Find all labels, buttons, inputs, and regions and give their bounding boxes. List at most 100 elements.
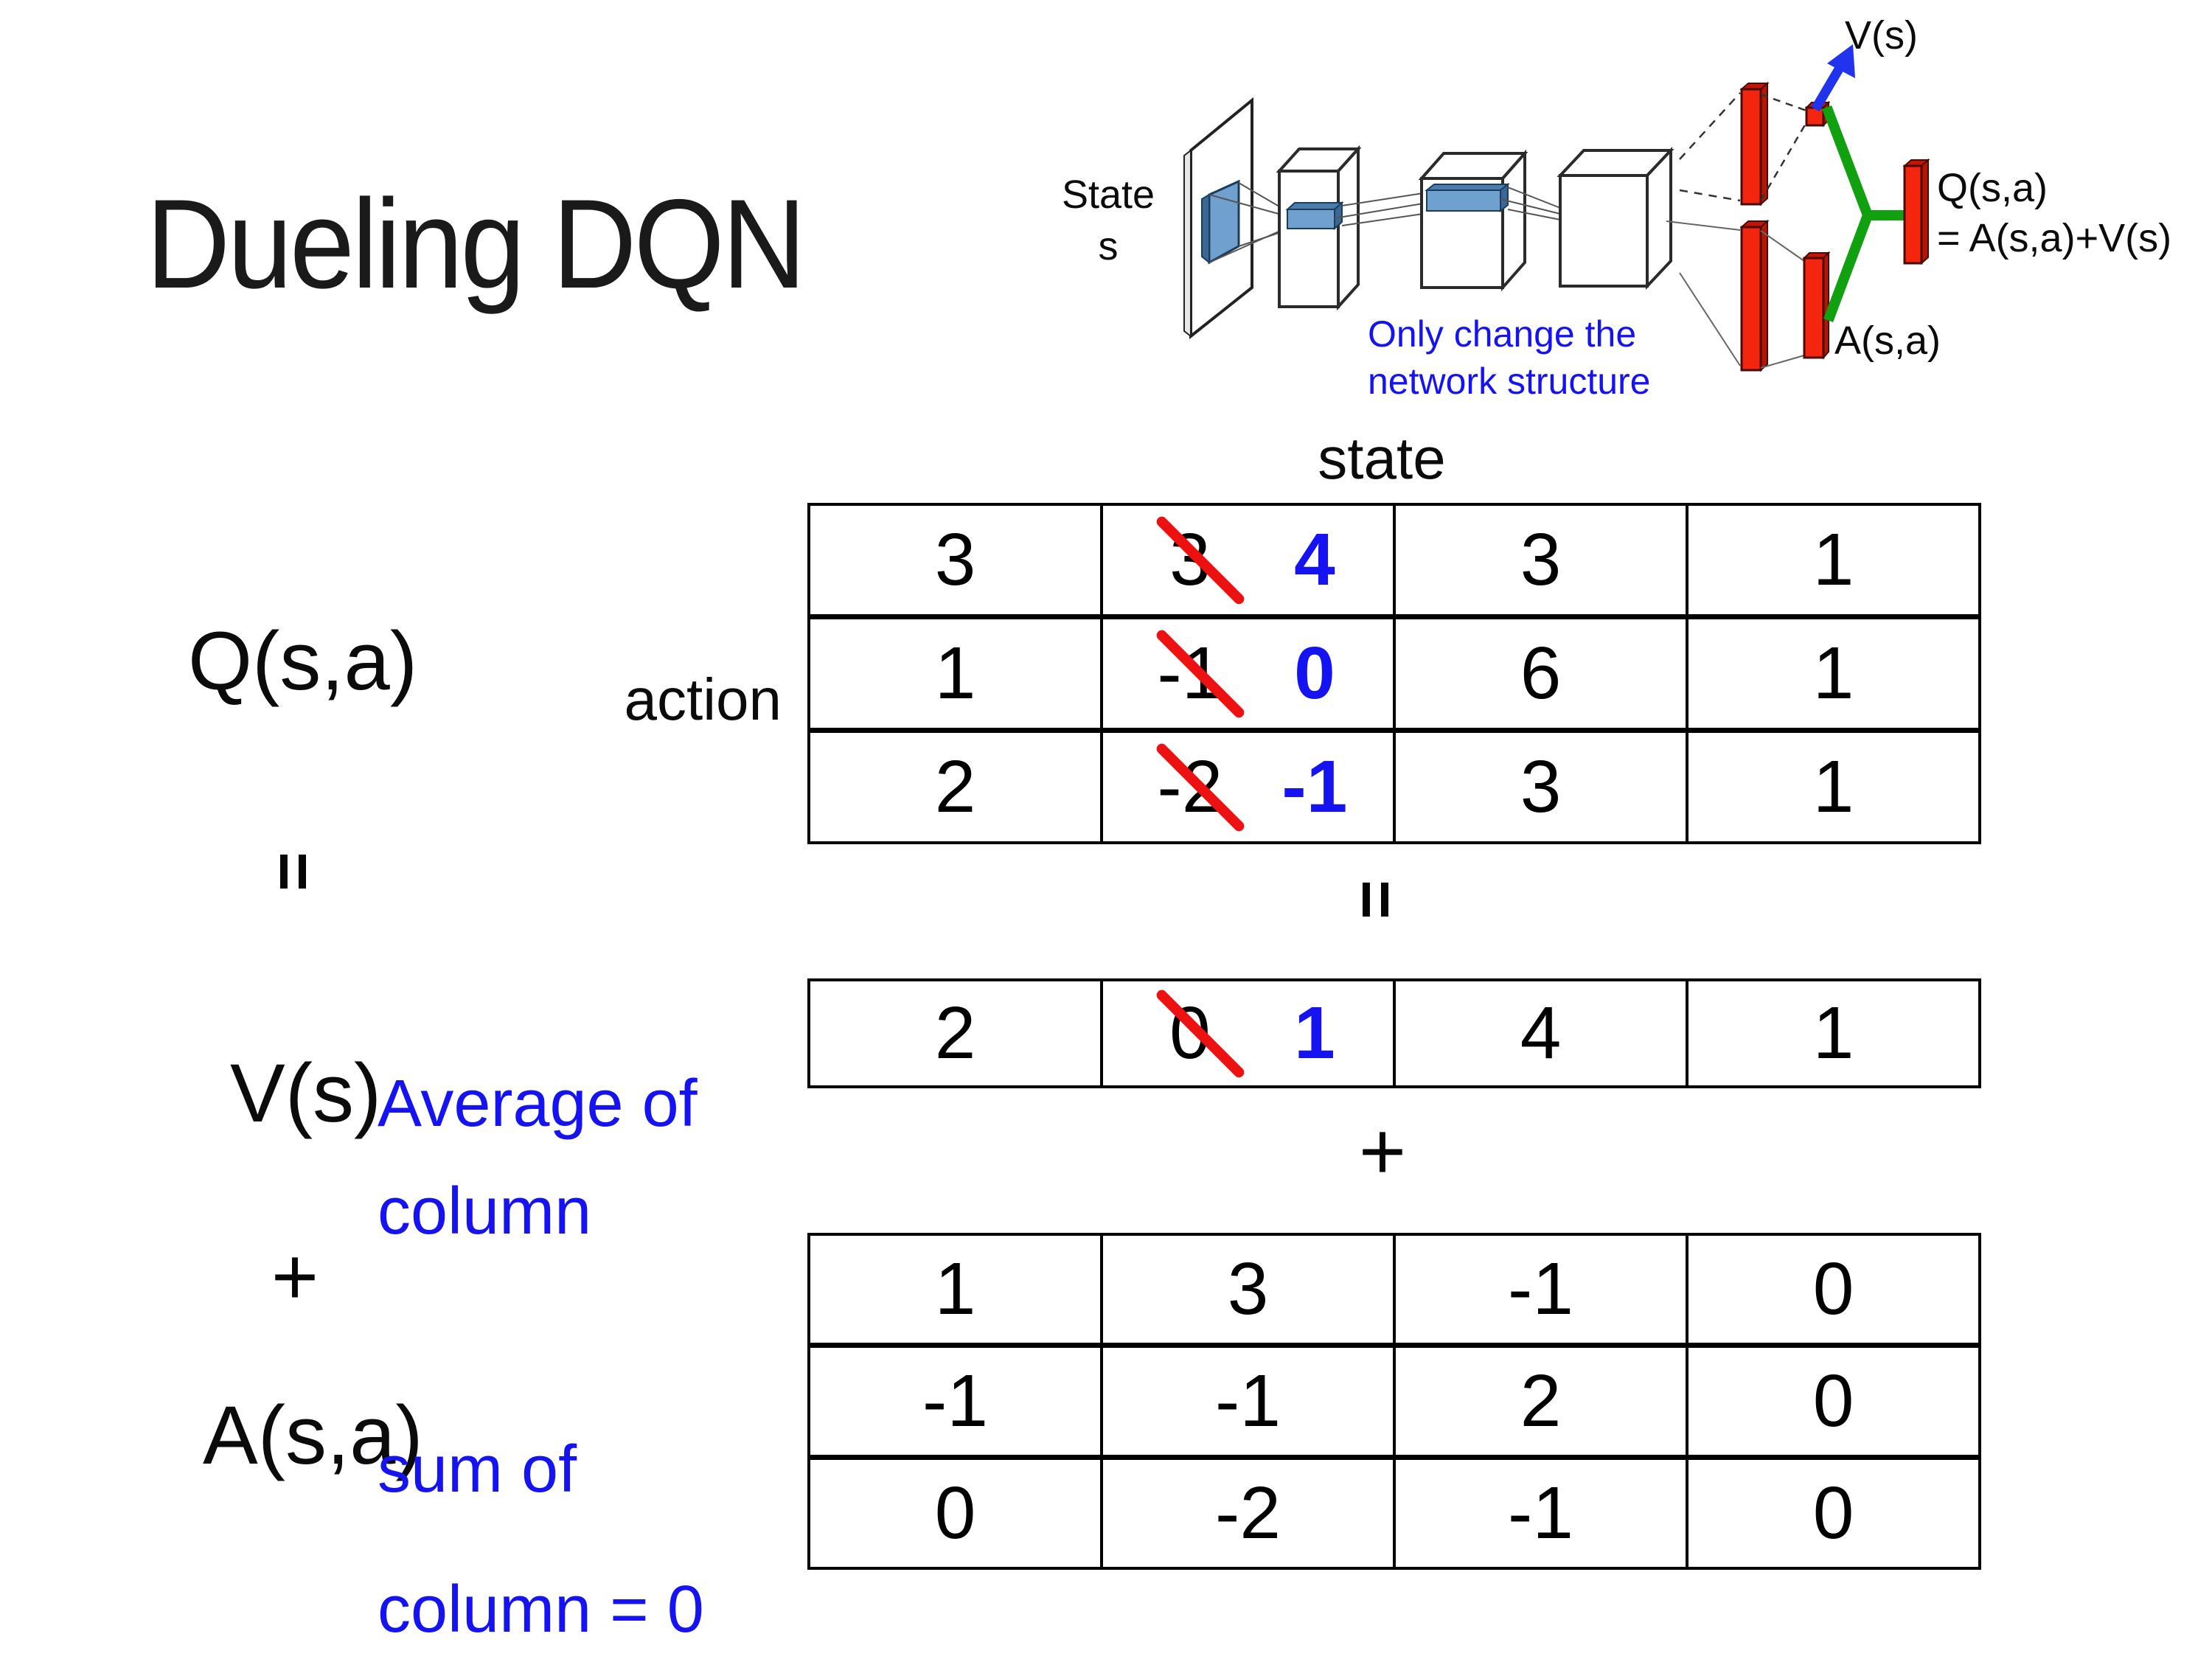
value-stream-bar bbox=[1739, 81, 1770, 206]
cell-value: -1 bbox=[922, 1360, 988, 1442]
plus-sign-left: + bbox=[271, 1231, 319, 1322]
matrix-cell: 3 bbox=[810, 506, 1103, 614]
matrix-cell: 2 bbox=[810, 981, 1103, 1085]
matrix-cell: 1 bbox=[1688, 619, 1978, 728]
a-vector-fan bbox=[1760, 230, 1805, 369]
diagram-a-output-label: A(s,a) bbox=[1834, 319, 1941, 363]
new-value: 0 bbox=[1294, 632, 1335, 714]
fc-fan-solid bbox=[1666, 220, 1741, 366]
matrix-cell: 1 bbox=[810, 1236, 1103, 1343]
matrix-cell: -1 bbox=[1396, 1460, 1688, 1567]
q-matrix-label: Q(s,a) bbox=[188, 615, 418, 707]
matrix-cell: -1 bbox=[1103, 1348, 1396, 1455]
matrix-row: -1 -1 2 0 bbox=[810, 1348, 1978, 1460]
q-output-bar bbox=[1902, 158, 1930, 265]
plus-sign-center: + bbox=[1358, 1106, 1407, 1197]
cell-value: -1 bbox=[1215, 1360, 1281, 1442]
matrix-row: 2 -2-1 3 1 bbox=[810, 733, 1978, 841]
new-value: 1 bbox=[1294, 992, 1335, 1074]
cell-value: 1 bbox=[934, 632, 976, 714]
diagram-v-output-label: V(s) bbox=[1845, 13, 1918, 58]
matrix-cell: 3 bbox=[1396, 506, 1688, 614]
conv-fan-3 bbox=[1500, 187, 1561, 220]
input-plane-edge bbox=[1183, 148, 1192, 338]
network-diagram: State s bbox=[1062, 13, 2171, 402]
cell-value: 2 bbox=[934, 992, 976, 1074]
v-matrix-label: V(s) bbox=[230, 1047, 382, 1139]
average-note-line2: column bbox=[378, 1175, 592, 1248]
cell-value: 1 bbox=[934, 1248, 976, 1330]
cell-value: 3 bbox=[934, 518, 976, 601]
cell-value: 1 bbox=[1812, 745, 1854, 828]
cell-value: 2 bbox=[1520, 1360, 1562, 1442]
state-axis-label: state bbox=[1318, 425, 1446, 491]
matrix-cell: 1 bbox=[810, 619, 1103, 728]
matrix-cell: 4 bbox=[1396, 981, 1688, 1085]
diagram-q-output-label: Q(s,a) bbox=[1937, 166, 2048, 210]
action-axis-label: action bbox=[624, 667, 782, 732]
merge-connector bbox=[1821, 105, 1910, 323]
cell-value: 6 bbox=[1520, 632, 1562, 714]
new-value: -1 bbox=[1281, 745, 1348, 828]
matrix-cell: 0 bbox=[1688, 1236, 1978, 1343]
cell-value: -1 bbox=[1508, 1248, 1573, 1330]
cell-value: 2 bbox=[934, 745, 976, 828]
fc-fan-dashed bbox=[1679, 92, 1741, 202]
average-note-line1: Average of bbox=[378, 1067, 698, 1141]
matrix-cell: 0 bbox=[810, 1460, 1103, 1567]
feature-bar-1 bbox=[1285, 201, 1344, 231]
matrix-cell: 6 bbox=[1396, 619, 1688, 728]
cell-value: 3 bbox=[1227, 1248, 1269, 1330]
diagram-caption-line2: network structure bbox=[1368, 361, 1650, 402]
matrix-cell: 1 bbox=[1688, 733, 1978, 841]
matrix-cell: -2-1 bbox=[1103, 733, 1396, 841]
page-title: Dueling DQN bbox=[146, 173, 806, 315]
v-arrow-icon bbox=[1811, 44, 1855, 112]
cell-value: 0 bbox=[934, 1472, 976, 1554]
cell-value: 3 bbox=[1520, 745, 1562, 828]
conv-box-1 bbox=[1276, 145, 1362, 311]
a-matrix-label: A(s,a) bbox=[203, 1389, 423, 1481]
conv-box-2 bbox=[1418, 149, 1528, 292]
matrix-cell: -1 bbox=[810, 1348, 1103, 1455]
cell-value: 4 bbox=[1520, 992, 1562, 1074]
diagram-q-output-formula: = A(s,a)+V(s) bbox=[1937, 216, 2171, 260]
cell-value: 3 bbox=[1520, 518, 1562, 601]
diagram-state-label-line2: s bbox=[1099, 224, 1119, 268]
diagram-caption-line1: Only change the bbox=[1368, 313, 1636, 355]
v-node-fan bbox=[1759, 93, 1808, 201]
sum-note-line2: column = 0 bbox=[378, 1573, 704, 1646]
new-value: 4 bbox=[1294, 518, 1335, 601]
cell-value: -2 bbox=[1215, 1472, 1281, 1554]
matrix-cell: 2 bbox=[1396, 1348, 1688, 1455]
matrix-cell: 3 bbox=[1396, 733, 1688, 841]
diagram-state-label-line1: State bbox=[1062, 173, 1155, 217]
conv-filter-1-side bbox=[1201, 193, 1210, 265]
cell-value: -1 bbox=[1508, 1472, 1573, 1554]
cell-value: 1 bbox=[1812, 632, 1854, 714]
a-vector-bar bbox=[1802, 251, 1831, 360]
conv-fan-2 bbox=[1334, 192, 1424, 226]
matrix-cell: -2 bbox=[1103, 1460, 1396, 1567]
matrix-cell: 1 bbox=[1688, 506, 1978, 614]
matrix-cell: 2 bbox=[810, 733, 1103, 841]
matrix-cell: 0 bbox=[1688, 1348, 1978, 1455]
matrix-cell: 1 bbox=[1688, 981, 1978, 1085]
cell-value: 1 bbox=[1812, 992, 1854, 1074]
conv-box-3 bbox=[1557, 146, 1674, 291]
matrix-cell: -1 bbox=[1396, 1236, 1688, 1343]
sum-note-line1: sum of bbox=[378, 1433, 577, 1506]
matrix-row: 1 3 -1 0 bbox=[810, 1236, 1978, 1348]
equals-sign-left: = bbox=[256, 852, 332, 891]
equals-sign-center: = bbox=[1338, 880, 1414, 919]
